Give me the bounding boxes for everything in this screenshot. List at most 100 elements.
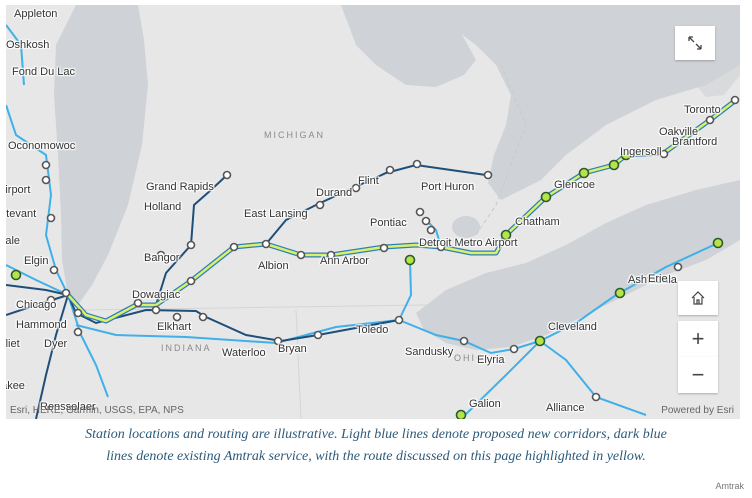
city-label: Chatham [515, 216, 560, 228]
city-label: Bryan [278, 343, 307, 355]
station-marker [578, 167, 590, 179]
station-marker [404, 254, 416, 266]
station-marker [509, 344, 519, 354]
map-canvas[interactable] [6, 5, 740, 419]
stations-highlighted [10, 149, 724, 419]
city-label: Airport [6, 184, 31, 196]
city-label: Appleton [14, 8, 58, 20]
station-marker [412, 159, 422, 169]
city-label: Brantford [672, 136, 718, 148]
expand-button[interactable] [675, 26, 715, 60]
city-label: Cleveland [548, 321, 597, 333]
city-label: Galion [469, 398, 501, 410]
zoom-out-button[interactable]: − [678, 357, 718, 393]
station-marker [415, 207, 425, 217]
station-marker [186, 276, 196, 286]
city-label: Waterloo [222, 347, 266, 359]
station-marker [436, 242, 446, 252]
zoom-in-button[interactable]: + [678, 321, 718, 357]
city-label: Kankakee [6, 380, 25, 392]
city-label: Pontiac [370, 217, 407, 229]
home-icon [691, 291, 705, 305]
city-label: Sandusky [405, 346, 454, 358]
city-label: Elyria [477, 354, 505, 366]
station-marker [186, 240, 196, 250]
region-label-indiana: INDIANA [161, 343, 212, 353]
city-label: Durand [316, 187, 353, 199]
station-marker [730, 95, 740, 105]
station-marker [500, 229, 512, 241]
station-marker [455, 409, 467, 419]
station-marker [133, 298, 143, 308]
city-label: Ashtabula [628, 274, 677, 286]
station-marker [296, 250, 306, 260]
map-view[interactable]: MICHIGAN INDIANA OHIO Appleton Oshkosh F… [6, 5, 740, 419]
city-label: Chicago [16, 299, 57, 311]
city-label: Alliance [546, 402, 585, 414]
state-border [295, 309, 302, 419]
city-label: Sturtevant [6, 208, 37, 220]
city-label: Hammond [16, 319, 67, 331]
station-marker [591, 392, 601, 402]
proposed-corridor [75, 319, 400, 345]
city-label: Ann Arbor [320, 255, 369, 267]
city-label: Elgin [24, 255, 49, 267]
city-label: Toronto [684, 104, 721, 116]
station-marker [46, 213, 56, 223]
lake-erie [416, 180, 740, 350]
station-marker [46, 295, 56, 305]
city-label: Ingersoll [620, 146, 662, 158]
city-label: Glendale [6, 235, 21, 247]
existing-route [35, 294, 69, 419]
station-marker [421, 216, 431, 226]
city-label: Albion [258, 260, 289, 272]
map-caption: Station locations and routing are illust… [0, 424, 752, 468]
station-marker [198, 312, 208, 322]
station-marker [712, 237, 724, 249]
international-border [475, 64, 527, 236]
station-marker [313, 330, 323, 340]
state-border [80, 304, 427, 311]
city-label: Elkhart [157, 321, 192, 333]
station-marker [705, 115, 715, 125]
station-marker [222, 170, 232, 180]
station-marker [351, 183, 361, 193]
city-label: Holland [144, 201, 182, 213]
city-label: Oakville [659, 126, 699, 138]
station-marker [315, 200, 325, 210]
existing-route [155, 174, 228, 306]
station-marker [73, 308, 83, 318]
station-marker [379, 243, 389, 253]
home-button[interactable] [678, 281, 718, 315]
station-marker [172, 312, 182, 322]
station-marker [426, 225, 436, 235]
city-label: East Lansing [244, 208, 308, 220]
lake-huron [446, 5, 740, 200]
station-marker [229, 242, 239, 252]
station-marker [61, 288, 71, 298]
saginaw-bay [341, 5, 476, 87]
station-marker [620, 149, 632, 161]
station-marker [261, 239, 271, 249]
station-marker [326, 250, 336, 260]
city-label: Dyer [44, 338, 68, 350]
city-label: Dowagiac [132, 289, 181, 301]
station-marker [673, 262, 683, 272]
caption-line: Station locations and routing are illust… [85, 427, 667, 442]
stations-existing [41, 95, 740, 402]
proposed-corridor [398, 319, 541, 355]
station-marker [540, 191, 552, 203]
caption-line: lines denote existing Amtrak service, wi… [106, 449, 646, 464]
city-label: Oconomowoc [8, 140, 76, 152]
station-marker [385, 165, 395, 175]
powered-by-esri-link[interactable]: Powered by Esri [661, 405, 734, 416]
station-marker [73, 327, 83, 337]
lake-michigan [54, 5, 148, 305]
region-label-michigan: MICHIGAN [264, 130, 325, 140]
existing-route [6, 294, 69, 316]
map-attribution[interactable]: Esri, HERE, Garmin, USGS, EPA, NPS [10, 405, 184, 416]
station-marker [156, 250, 166, 260]
station-marker [41, 175, 51, 185]
station-marker [483, 170, 493, 180]
station-marker [151, 305, 161, 315]
